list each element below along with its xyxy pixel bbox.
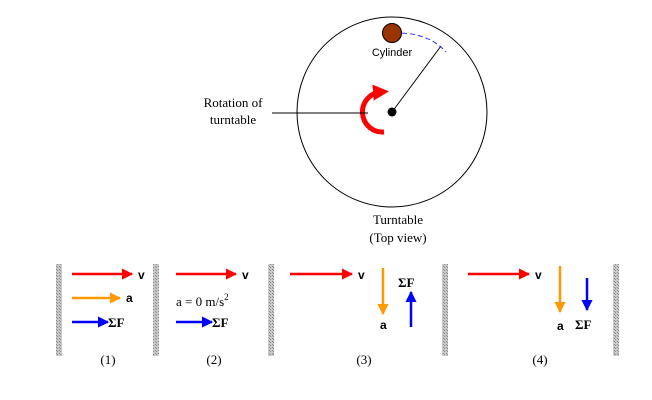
radius-line xyxy=(391,45,442,113)
acceleration-label: a xyxy=(126,291,133,305)
option-4: v a ΣF (4) xyxy=(468,266,593,367)
velocity-label: v xyxy=(138,268,145,282)
cylinder-label: Cylinder xyxy=(372,47,413,59)
option-label: (4) xyxy=(532,352,547,367)
velocity-label: v xyxy=(358,268,365,282)
force-label: ΣF xyxy=(212,315,228,330)
center-dot xyxy=(387,107,397,117)
force-label: ΣF xyxy=(108,315,124,330)
divider xyxy=(153,264,159,356)
rotation-label-line1: Rotation of xyxy=(204,95,264,110)
option-label: (2) xyxy=(206,352,221,367)
option-3: v a ΣF (3) xyxy=(290,268,417,367)
velocity-label: v xyxy=(535,268,542,282)
rotation-arrow xyxy=(359,84,389,135)
turntable-label-line1: Turntable xyxy=(373,212,423,227)
turntable-label-line2: (Top view) xyxy=(369,230,426,245)
divider xyxy=(442,264,448,356)
velocity-label: v xyxy=(242,268,249,282)
divider xyxy=(268,264,274,356)
cylinder-path xyxy=(393,32,447,53)
turntable-group: Cylinder Rotation of turntable Turntable… xyxy=(204,16,488,245)
force-label: ΣF xyxy=(575,317,591,332)
zero-acceleration-exponent: 2 xyxy=(224,292,229,302)
option-1: v a ΣF (1) xyxy=(72,268,145,367)
option-label: (1) xyxy=(100,352,115,367)
zero-acceleration-text: a = 0 m/s xyxy=(176,294,224,309)
option-2: v a = 0 m/s2 ΣF (2) xyxy=(176,268,249,367)
acceleration-label: a xyxy=(557,319,564,333)
acceleration-label: a xyxy=(380,318,387,332)
turntable-circle xyxy=(296,16,488,208)
dividers xyxy=(56,264,619,356)
zero-acceleration-label: a = 0 m/s2 xyxy=(176,292,229,309)
divider xyxy=(56,264,62,356)
force-label: ΣF xyxy=(398,275,414,290)
rotation-label-line2: turntable xyxy=(210,112,256,127)
cylinder xyxy=(382,23,402,43)
divider xyxy=(613,264,619,356)
option-label: (3) xyxy=(356,352,371,367)
